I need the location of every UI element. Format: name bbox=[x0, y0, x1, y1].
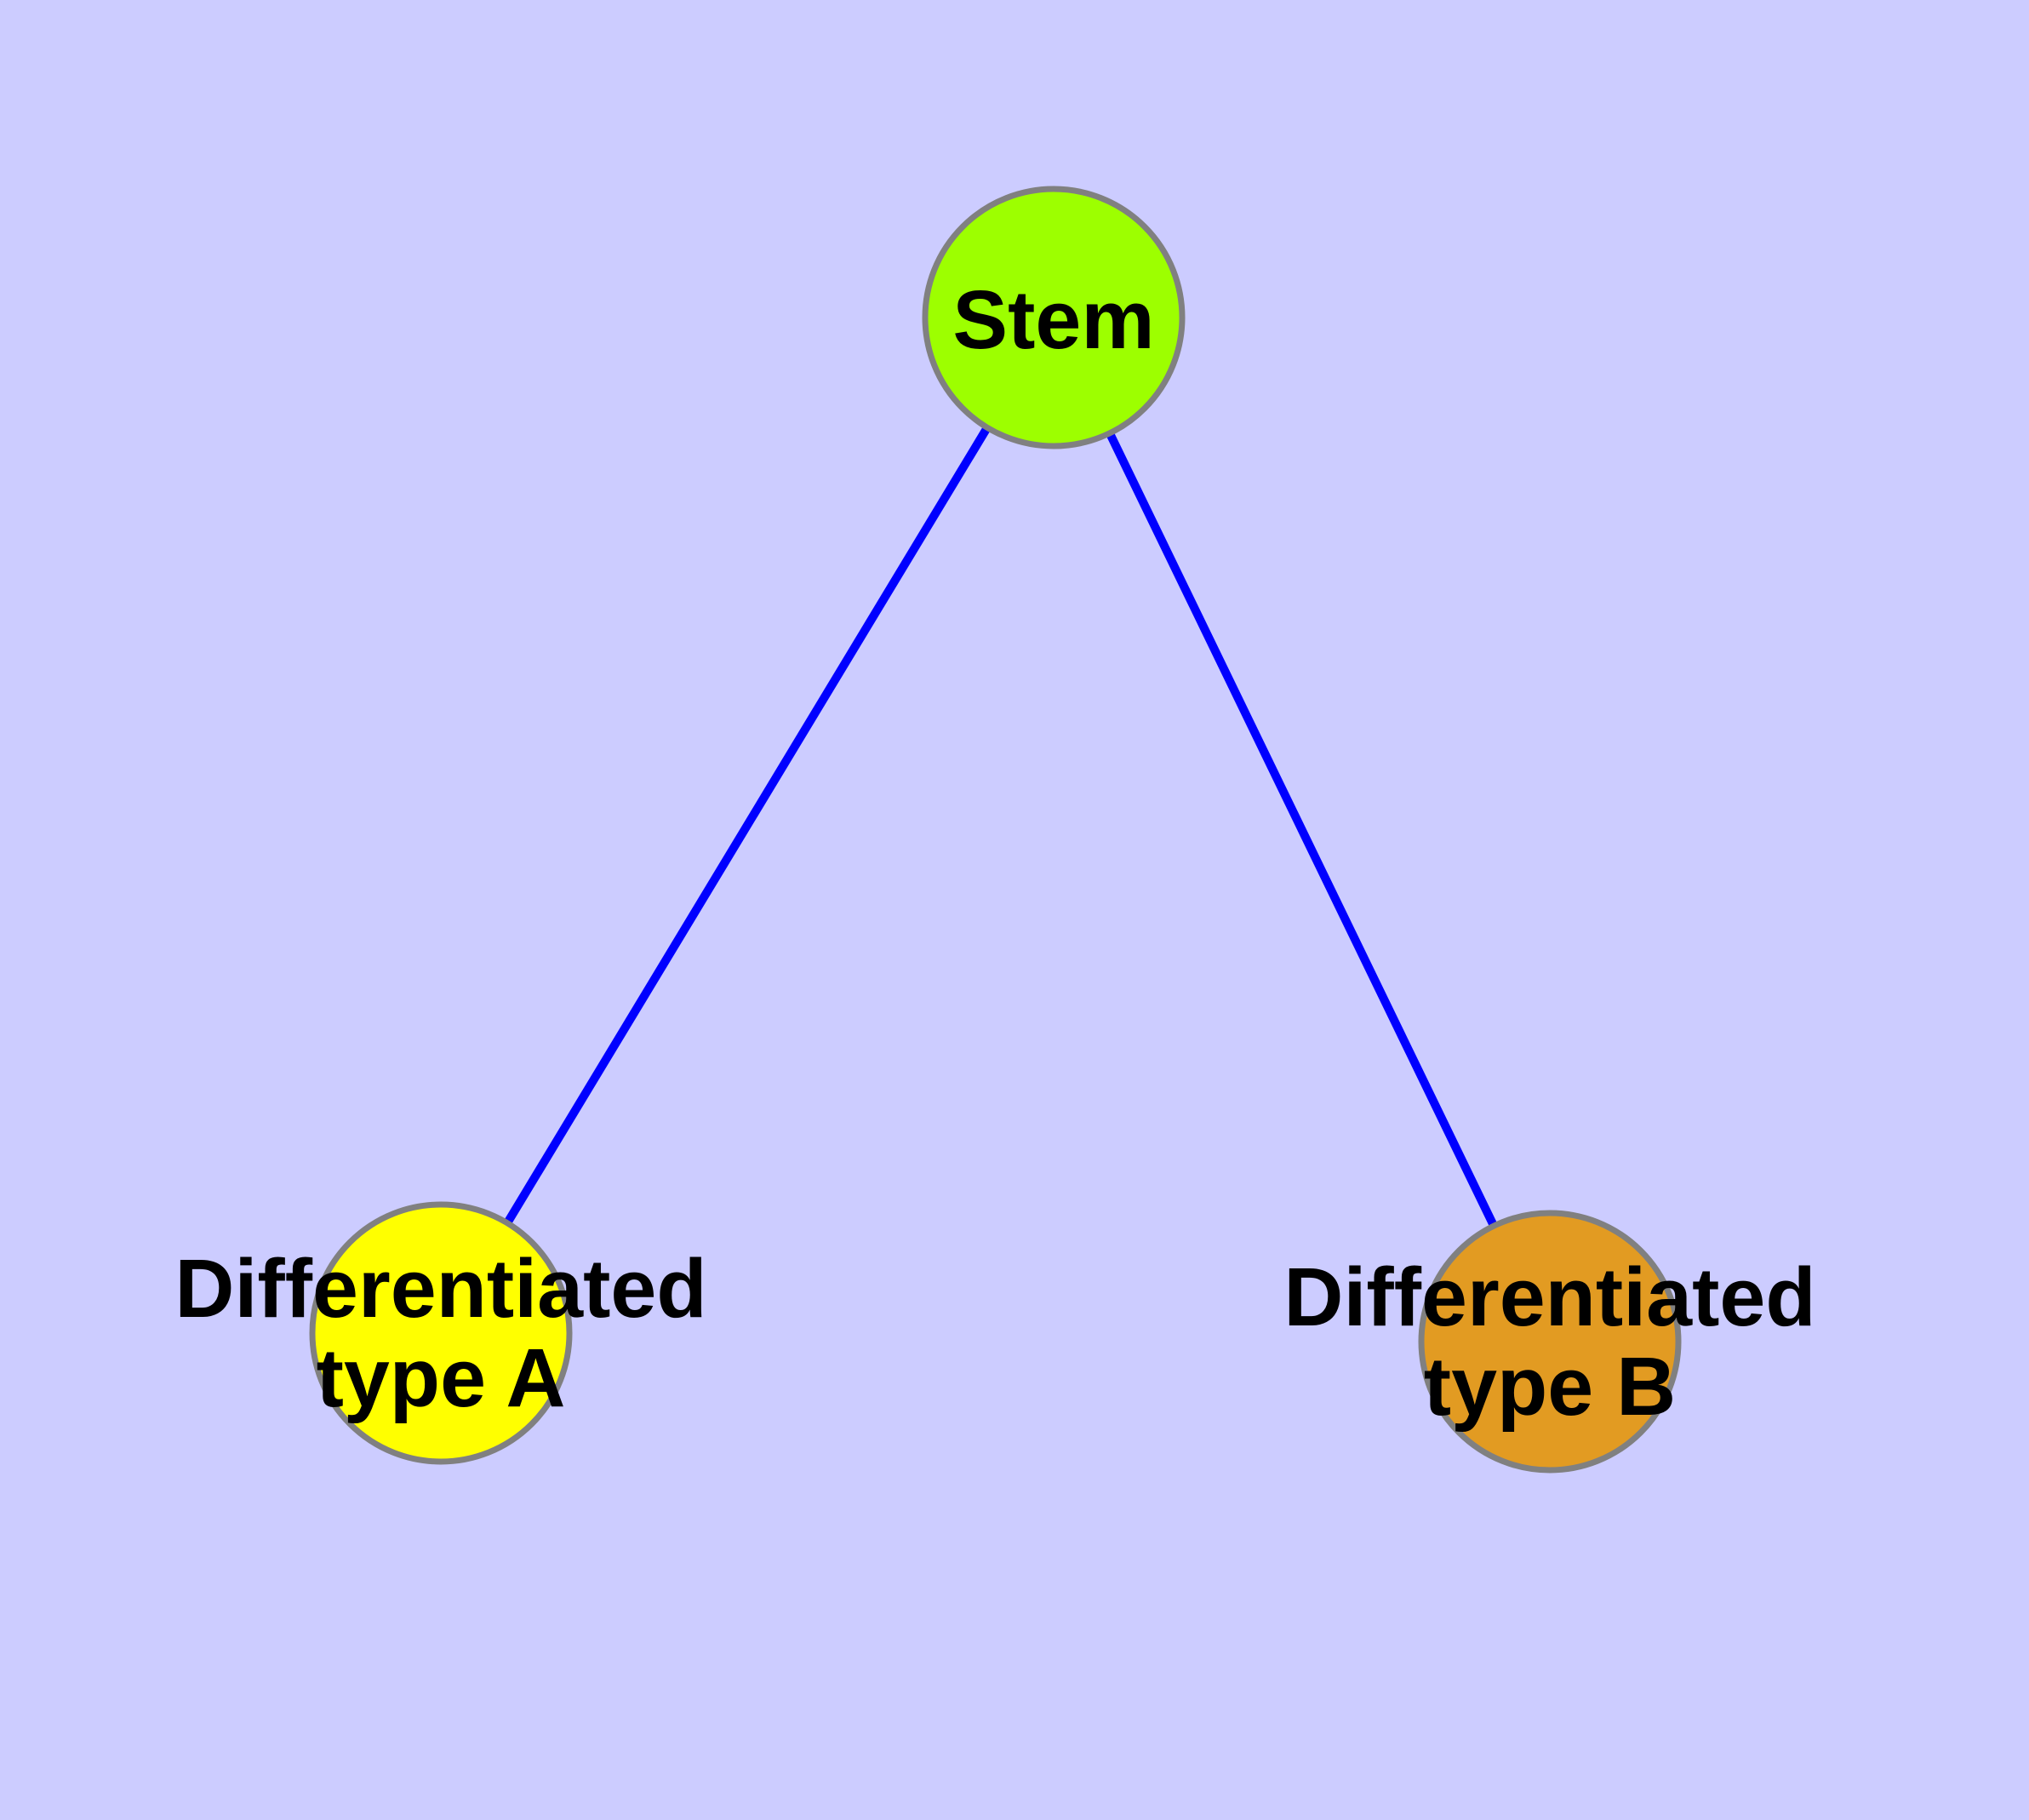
node-stem-label: Stem bbox=[952, 273, 1154, 366]
node-diff-a-label-line2: type A bbox=[317, 1331, 566, 1424]
label-layer: Stem Differentiated type A Differentiate… bbox=[174, 273, 1815, 1433]
edge-stem-to-diff-b[interactable] bbox=[1049, 315, 1554, 1344]
node-diff-b[interactable] bbox=[1418, 1210, 1682, 1474]
node-layer bbox=[309, 186, 1682, 1474]
node-diff-b-label-line2: type B bbox=[1424, 1340, 1676, 1433]
node-diff-a-circle[interactable] bbox=[309, 1201, 573, 1465]
node-stem[interactable] bbox=[922, 186, 1186, 449]
node-diff-b-label-line1: Differentiated bbox=[1283, 1251, 1815, 1343]
node-stem-circle[interactable] bbox=[922, 186, 1186, 449]
node-diff-a[interactable] bbox=[309, 1201, 573, 1465]
node-diff-b-circle[interactable] bbox=[1418, 1210, 1682, 1474]
node-diff-a-label-line1: Differentiated bbox=[174, 1242, 706, 1335]
edge-stem-to-diff-a[interactable] bbox=[437, 315, 1058, 1336]
edge-layer bbox=[437, 315, 1554, 1344]
